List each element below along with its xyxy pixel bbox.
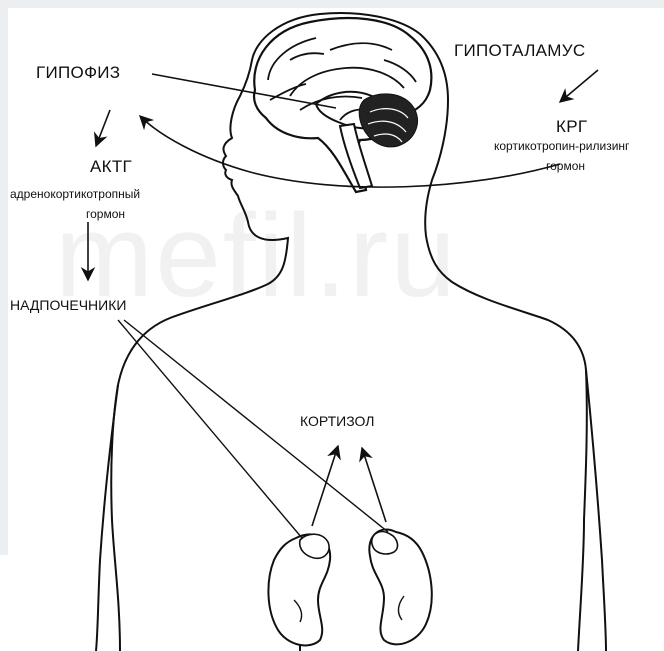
hypothalamus-arrow: [560, 70, 598, 102]
krg-label: КРГ: [556, 118, 587, 135]
right-arm-line: [586, 370, 606, 651]
right-kidney: [369, 529, 431, 644]
actg-fullname-line1: адренокортикотропный: [10, 188, 140, 200]
adrenals-label: НАДПОЧЕЧНИКИ: [10, 298, 126, 312]
actg-fullname-line2: гормон: [86, 208, 125, 220]
head-body-outline: [111, 13, 587, 651]
krg-fullname-line1: кортикотропин-рилизинг: [494, 140, 629, 152]
pituitary-to-actg-arrow: [96, 110, 110, 146]
actg-label: АКТГ: [90, 158, 132, 175]
brain-illustration: [254, 18, 431, 192]
left-kidney: [268, 534, 330, 645]
cortisol-arrow-left: [312, 446, 338, 526]
cortisol-arrow-right: [362, 448, 386, 522]
cortisol-label: КОРТИЗОЛ: [300, 414, 374, 428]
hypothalamus-label: ГИПОТАЛАМУС: [454, 42, 585, 59]
left-arm-line: [96, 385, 118, 651]
krg-fullname-line2: гормон: [546, 160, 585, 172]
pituitary-label: ГИПОФИЗ: [36, 64, 120, 81]
adrenals-pointer-left: [118, 320, 302, 538]
